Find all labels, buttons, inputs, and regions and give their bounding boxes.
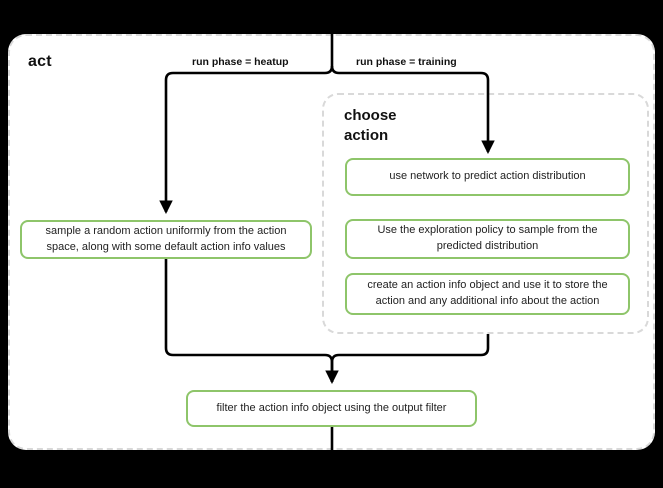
node-exploration-policy[interactable]: Use the exploration policy to sample fro… xyxy=(345,219,630,259)
choose-action-title: choose action xyxy=(344,107,397,145)
node-filter-output[interactable]: filter the action info object using the … xyxy=(186,390,477,427)
node-use-network-predict[interactable]: use network to predict action distributi… xyxy=(345,158,630,196)
edge-label-training: run phase = training xyxy=(356,56,457,68)
page-title: act xyxy=(28,53,52,70)
node-create-action-info[interactable]: create an action info object and use it … xyxy=(345,273,630,315)
node-sample-random-action[interactable]: sample a random action uniformly from th… xyxy=(20,220,312,259)
edge-label-heatup: run phase = heatup xyxy=(192,56,289,68)
